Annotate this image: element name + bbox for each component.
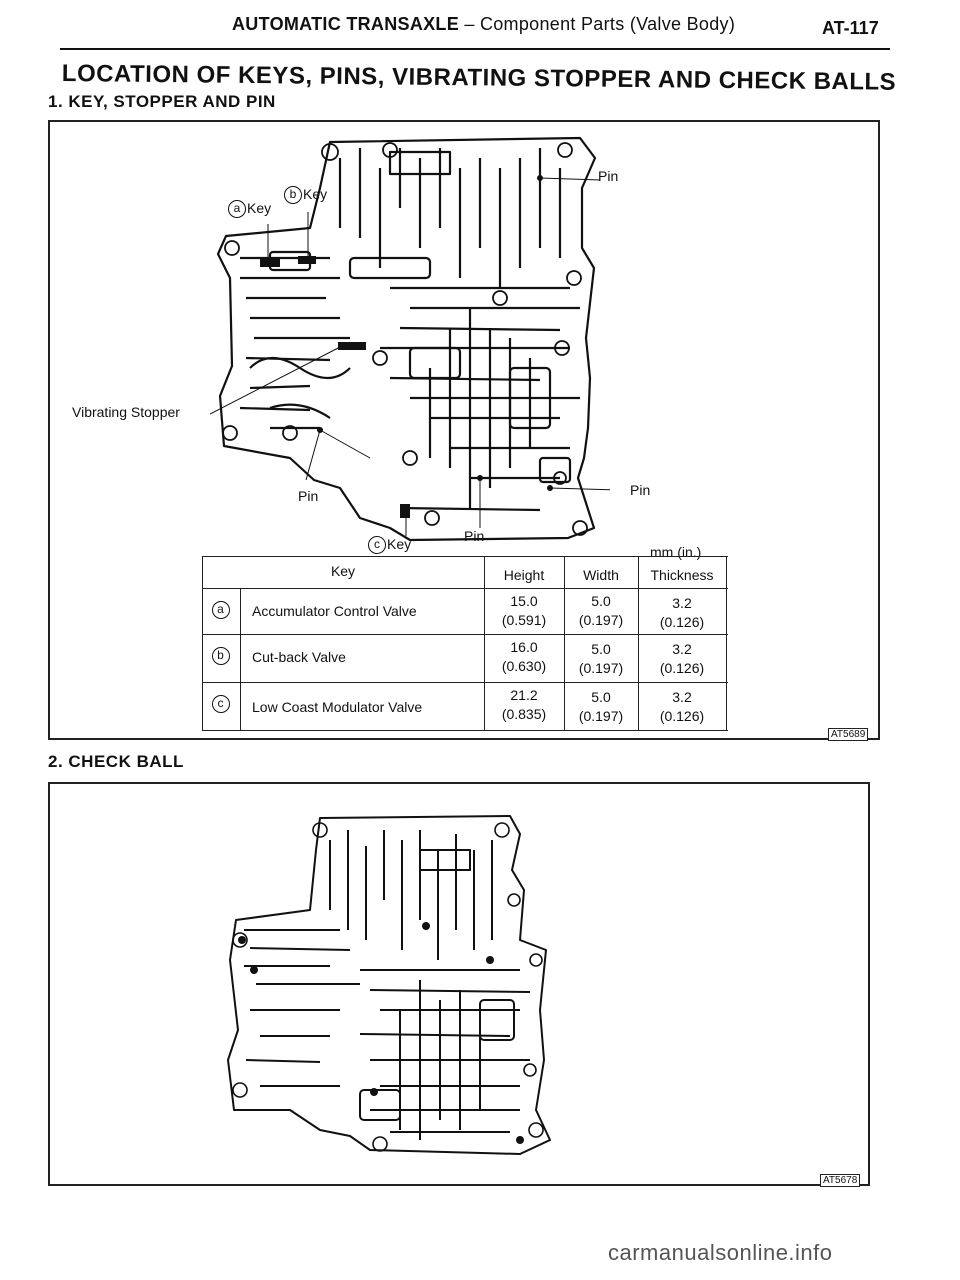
width-in: (0.197) [578,612,624,628]
row-thickness: 3.2 (0.126) [638,640,726,678]
table-header-row: Key Height Width Thickness [202,556,728,588]
check-ball-marker [250,966,258,974]
key-b-circle-mark: b [284,186,302,205]
section-2-heading: 2. CHECK BALL [48,752,184,771]
row-mark-circle: a [211,601,230,620]
col-header-width: Width [583,567,619,583]
row-height: 21.2 (0.835) [484,686,564,724]
table-rule [202,556,204,731]
row-thickness: 3.2 (0.126) [638,688,726,726]
row-mark-circle: b [211,647,230,666]
watermark: carmanualsonline.info [608,1240,833,1265]
row-width: 5.0 (0.197) [564,640,638,678]
table-rule [202,556,728,558]
thickness-in: (0.126) [659,614,705,630]
thickness-in: (0.126) [659,660,705,676]
figure-2-id: AT5678 [820,1174,861,1187]
row-mark: c [202,694,240,714]
key-b-marker [298,256,316,264]
figure-2-frame [48,782,870,1186]
table-row: a Accumulator Control Valve 15.0(0.591) … [202,588,728,634]
vibrating-stopper-label: Vibrating Stopper [72,404,180,420]
table-rule [638,556,640,731]
valve-body-outline [227,815,551,1155]
row-width: 5.0 (0.197) [564,592,638,630]
running-header: AUTOMATIC TRANSAXLE – Component Parts (V… [232,14,735,35]
row-height: 15.0 (0.591) [484,592,564,630]
col-header-key: Key [330,563,356,579]
valve-body-outline [216,136,597,542]
check-ball-marker [486,956,494,964]
key-c-marker [400,504,410,518]
row-name: Accumulator Control Valve [252,603,417,619]
row-mark: b [202,646,240,666]
row-mark-circle: c [211,695,230,714]
check-ball-marker [422,922,430,930]
height-mm: 16.0 [510,639,538,655]
row-width: 5.0 (0.197) [564,688,638,726]
key-c-text: Key [387,536,412,552]
running-title-bold: AUTOMATIC TRANSAXLE [232,14,460,34]
width-mm: 5.0 [591,689,611,705]
height-in: (0.835) [501,706,547,722]
check-ball-markers [238,922,524,1144]
key-a-text: Key [247,200,272,216]
leader-lines [210,177,610,536]
width-mm: 5.0 [591,593,611,609]
col-header-height: Height [503,567,545,583]
pin-right-label: Pin [630,482,651,498]
table-rule [564,556,566,731]
table-rule [202,682,728,684]
width-in: (0.197) [578,660,624,676]
table-rule [484,556,486,731]
key-c-circle-mark: c [368,536,386,555]
table-row: c Low Coast Modulator Valve 21.2(0.835) … [202,682,728,730]
pin-bottom-label: Pin [464,528,485,544]
table-row: b Cut-back Valve 16.0(0.630) 5.0(0.197) … [202,634,728,682]
key-b-text: Key [303,186,328,202]
height-mm: 21.2 [510,687,538,703]
vibrating-stopper-marker [338,342,366,350]
width-in: (0.197) [578,708,624,724]
thickness-mm: 3.2 [672,595,692,611]
check-ball-marker [238,936,246,944]
key-a-circle-mark: a [228,200,246,219]
height-in: (0.591) [501,612,547,628]
table-rule [202,634,728,636]
running-title-rest: – Component Parts (Valve Body) [459,14,736,34]
row-mark: a [202,600,240,620]
key-dimensions-table: Key Height Width Thickness a Accumulator… [202,556,728,732]
figure-1-frame [48,120,880,740]
table-rule [202,588,728,590]
row-name: Cut-back Valve [252,649,346,665]
col-header-thickness: Thickness [650,567,714,583]
check-ball-marker [516,1136,524,1144]
thickness-mm: 3.2 [672,641,692,657]
section-1-heading: 1. KEY, STOPPER AND PIN [48,92,276,111]
table-rule [202,730,728,732]
thickness-in: (0.126) [659,708,705,724]
thickness-mm: 3.2 [672,689,692,705]
width-mm: 5.0 [591,641,611,657]
table-rule [726,556,728,731]
header-rule [60,48,890,50]
valve-body-diagram-2 [227,815,551,1155]
valve-body-diagram-1 [210,136,610,542]
table-rule [240,588,242,731]
row-height: 16.0 (0.630) [484,638,564,676]
key-a-marker [260,259,280,267]
row-name: Low Coast Modulator Valve [252,699,423,715]
page-number: AT-117 [822,18,879,38]
height-in: (0.630) [501,658,547,674]
pin-top-label: Pin [598,168,619,184]
pin-left-label: Pin [298,488,319,504]
height-mm: 15.0 [510,593,538,609]
row-thickness: 3.2 (0.126) [638,594,726,632]
figure-1-id: AT5689 [828,728,869,741]
check-ball-marker [370,1088,378,1096]
